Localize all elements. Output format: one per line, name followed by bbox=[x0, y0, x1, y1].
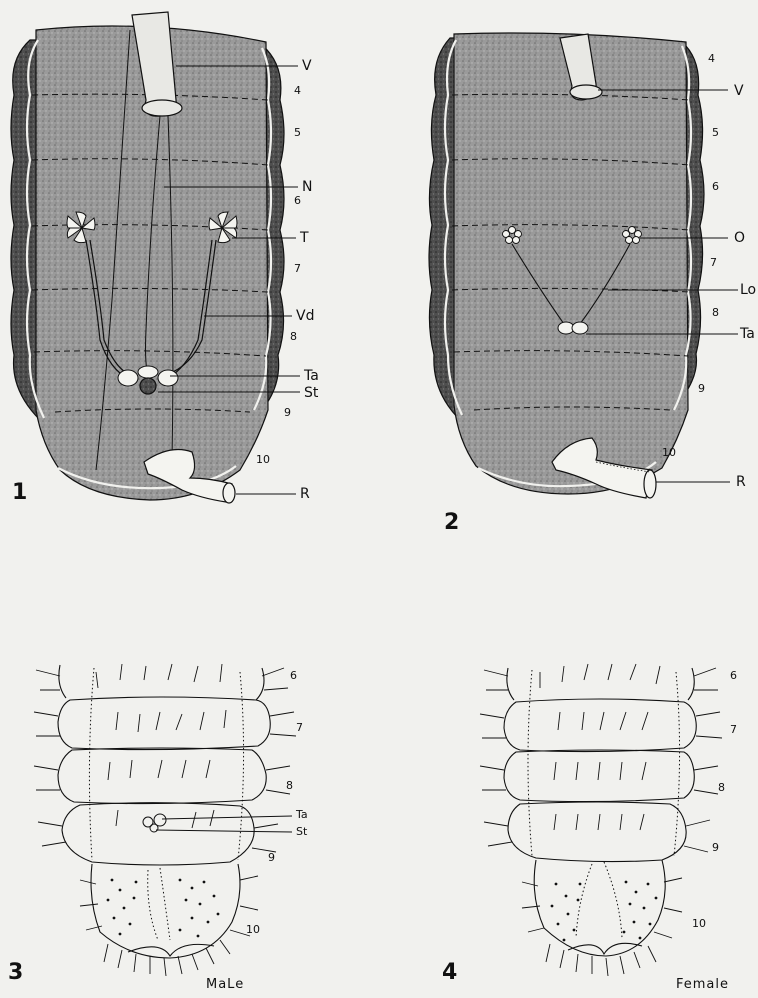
fig2-segment-4: 4 bbox=[708, 52, 715, 66]
figure-number-1: 1 bbox=[12, 486, 27, 500]
figure-number-4: 4 bbox=[442, 966, 457, 980]
fig4-segment-10: 10 bbox=[692, 917, 706, 931]
fig2-segment-10: 10 bbox=[662, 446, 676, 460]
figure-4-segment-8 bbox=[504, 750, 694, 802]
fig2-segment-6: 6 bbox=[712, 180, 719, 194]
figure-1-male-abdomen-dorsal bbox=[11, 12, 300, 503]
fig2-label-V: V bbox=[734, 84, 744, 98]
fig3-label-Ta: Ta bbox=[296, 808, 308, 822]
figure-3-segment-7 bbox=[58, 697, 270, 750]
figure-4-segment-10 bbox=[534, 860, 665, 956]
fig1-segment-5: 5 bbox=[294, 126, 301, 140]
figure-number-3: 3 bbox=[8, 966, 23, 980]
fig3-segment-10: 10 bbox=[246, 923, 260, 937]
figure-3-genitalia-Ta-St bbox=[143, 814, 166, 832]
fig1-label-R: R bbox=[300, 487, 310, 501]
fig1-segment-9: 9 bbox=[284, 406, 291, 420]
figure-3-caption: MaLe bbox=[206, 978, 244, 992]
fig1-label-N: N bbox=[302, 180, 312, 194]
fig1-segment-7: 7 bbox=[294, 262, 301, 276]
figure-4-segment-9 bbox=[508, 802, 686, 862]
figure-3-segment-10 bbox=[91, 864, 240, 958]
figure-2-female-abdomen-dorsal bbox=[429, 33, 738, 498]
figure-4-segment-7 bbox=[504, 699, 696, 752]
fig2-segment-7: 7 bbox=[710, 256, 717, 270]
fig3-segment-7: 7 bbox=[296, 721, 303, 735]
fig2-label-O: O bbox=[734, 231, 745, 245]
fig3-label-St: St bbox=[296, 825, 307, 839]
fig4-segment-6: 6 bbox=[730, 669, 737, 683]
fig3-segment-8: 8 bbox=[286, 779, 293, 793]
fig1-label-V: V bbox=[302, 59, 312, 73]
figure-3-segment-9 bbox=[62, 803, 254, 865]
fig4-segment-8: 8 bbox=[718, 781, 725, 795]
figure-2-body bbox=[454, 33, 688, 494]
fig2-label-R: R bbox=[736, 475, 746, 489]
figure-4-caption: Female bbox=[676, 978, 729, 992]
fig3-segment-9: 9 bbox=[268, 851, 275, 865]
fig1-segment-8: 8 bbox=[290, 330, 297, 344]
fig1-label-T: T bbox=[300, 231, 309, 245]
figure-4-female-terminal-segments bbox=[480, 664, 722, 976]
figure-number-2: 2 bbox=[444, 516, 459, 530]
fig3-segment-6: 6 bbox=[290, 669, 297, 683]
fig2-label-Lo: Lo bbox=[740, 283, 756, 297]
fig4-segment-9: 9 bbox=[712, 841, 719, 855]
fig2-segment-9: 9 bbox=[698, 382, 705, 396]
fig1-label-Ta: Ta bbox=[304, 369, 319, 383]
fig1-segment-6: 6 bbox=[294, 194, 301, 208]
fig4-segment-7: 7 bbox=[730, 723, 737, 737]
fig1-label-St: St bbox=[304, 386, 318, 400]
fig1-label-Vd: Vd bbox=[296, 309, 314, 323]
fig2-segment-5: 5 bbox=[712, 126, 719, 140]
fig1-segment-4: 4 bbox=[294, 84, 301, 98]
fig1-segment-10: 10 bbox=[256, 453, 270, 467]
fig2-segment-8: 8 bbox=[712, 306, 719, 320]
fig2-label-Ta: Ta bbox=[740, 327, 755, 341]
